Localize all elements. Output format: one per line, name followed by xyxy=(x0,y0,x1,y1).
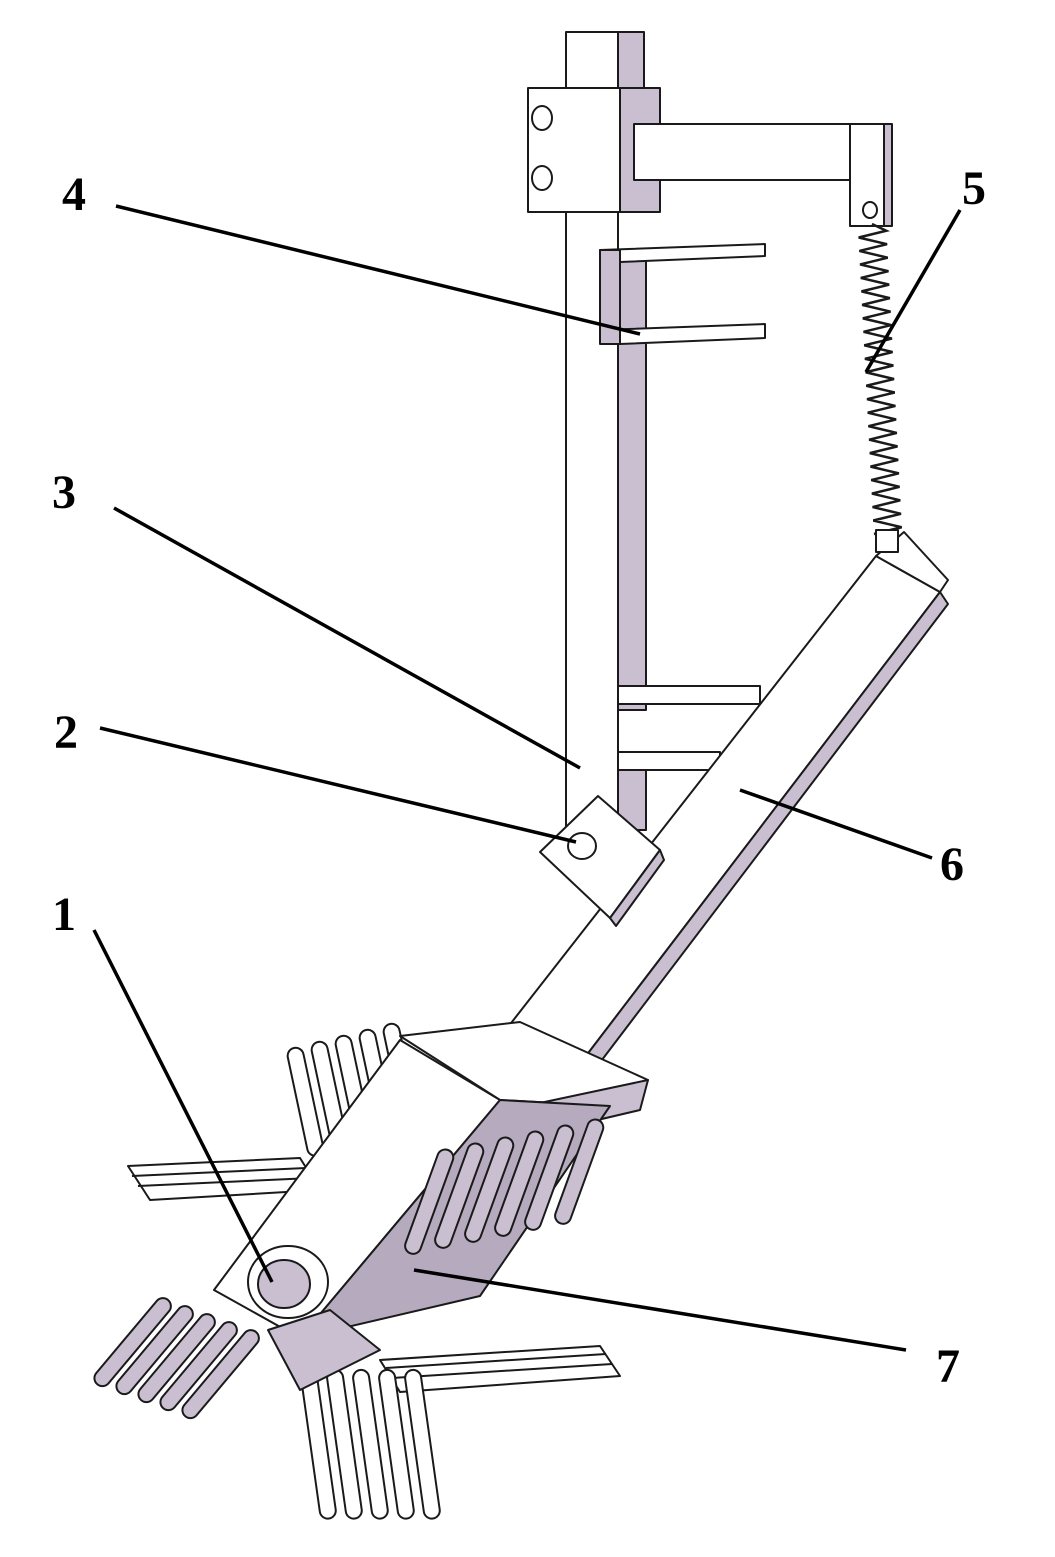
top-arm xyxy=(633,123,893,227)
shaft xyxy=(247,1245,329,1319)
tine xyxy=(494,1130,545,1237)
leader-1 xyxy=(92,929,274,1283)
tine xyxy=(524,1124,575,1231)
label-5: 5 xyxy=(962,162,986,215)
tine xyxy=(181,1329,260,1420)
tine xyxy=(93,1297,172,1388)
leader-6 xyxy=(739,788,933,860)
tine xyxy=(159,1321,238,1412)
leader-5 xyxy=(864,209,962,373)
leader-4 xyxy=(115,204,641,336)
tine xyxy=(352,1368,389,1520)
leader-3 xyxy=(113,506,581,770)
leader-7 xyxy=(413,1268,907,1352)
label-1: 1 xyxy=(52,888,76,941)
rake-frame xyxy=(93,1021,649,1520)
label-6: 6 xyxy=(940,838,964,891)
spring-coils xyxy=(858,222,902,536)
pivot-plate xyxy=(539,795,665,927)
label-3: 3 xyxy=(52,466,76,519)
diagonal-beam xyxy=(489,529,949,1103)
label-7: 7 xyxy=(936,1340,960,1393)
vertical-frame xyxy=(527,31,661,833)
label-2: 2 xyxy=(54,706,78,759)
spring xyxy=(858,222,902,536)
tine xyxy=(434,1142,485,1249)
leader-2 xyxy=(99,726,577,844)
part-labels: 1 2 3 4 5 6 7 xyxy=(52,162,986,1393)
tine xyxy=(554,1118,605,1225)
tine xyxy=(464,1136,515,1243)
tine xyxy=(115,1305,194,1396)
tine xyxy=(137,1313,216,1404)
fork-bracket xyxy=(599,243,766,345)
tine xyxy=(378,1368,415,1520)
tine xyxy=(404,1368,441,1520)
leader-lines xyxy=(92,204,962,1352)
tine xyxy=(404,1148,455,1255)
label-4: 4 xyxy=(62,168,86,221)
